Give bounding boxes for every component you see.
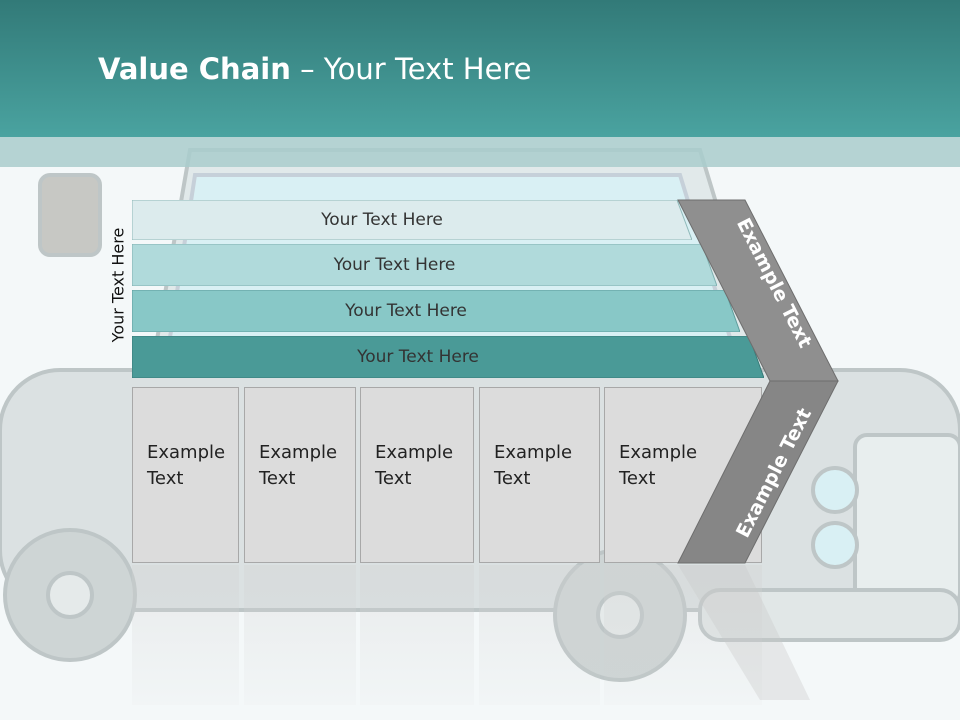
bar-2-shape bbox=[132, 244, 717, 286]
box-5-reflection: Example bbox=[604, 565, 762, 705]
bar-3: Your Text Here bbox=[132, 290, 740, 332]
page-title: Value Chain – Your Text Here bbox=[98, 52, 532, 86]
header-bar bbox=[0, 0, 960, 137]
chevron-lower bbox=[677, 380, 839, 564]
bar-3-shape bbox=[132, 290, 740, 332]
bar-2-label: Your Text Here bbox=[333, 255, 456, 275]
bar-3-label: Your Text Here bbox=[345, 301, 467, 321]
box-4-reflection: Example bbox=[479, 565, 600, 705]
bar-1-label: Your Text Here bbox=[321, 210, 443, 230]
box-3-reflection: Example bbox=[360, 565, 474, 705]
bar-2: Your Text Here bbox=[132, 244, 717, 286]
bar-1-shape bbox=[132, 200, 692, 240]
header-band bbox=[0, 137, 960, 167]
bar-4-shape bbox=[132, 336, 764, 378]
bar-4-label: Your Text Here bbox=[357, 347, 479, 367]
chevron-reflection bbox=[678, 565, 810, 700]
title-rest: – Your Text Here bbox=[290, 52, 532, 86]
title-bold: Value Chain bbox=[98, 52, 291, 86]
box-1-reflection: Example bbox=[132, 565, 239, 705]
bar-1: Your Text Here bbox=[132, 200, 692, 240]
box-2-reflection: Example bbox=[244, 565, 356, 705]
bar-4: Your Text Here bbox=[132, 336, 764, 378]
